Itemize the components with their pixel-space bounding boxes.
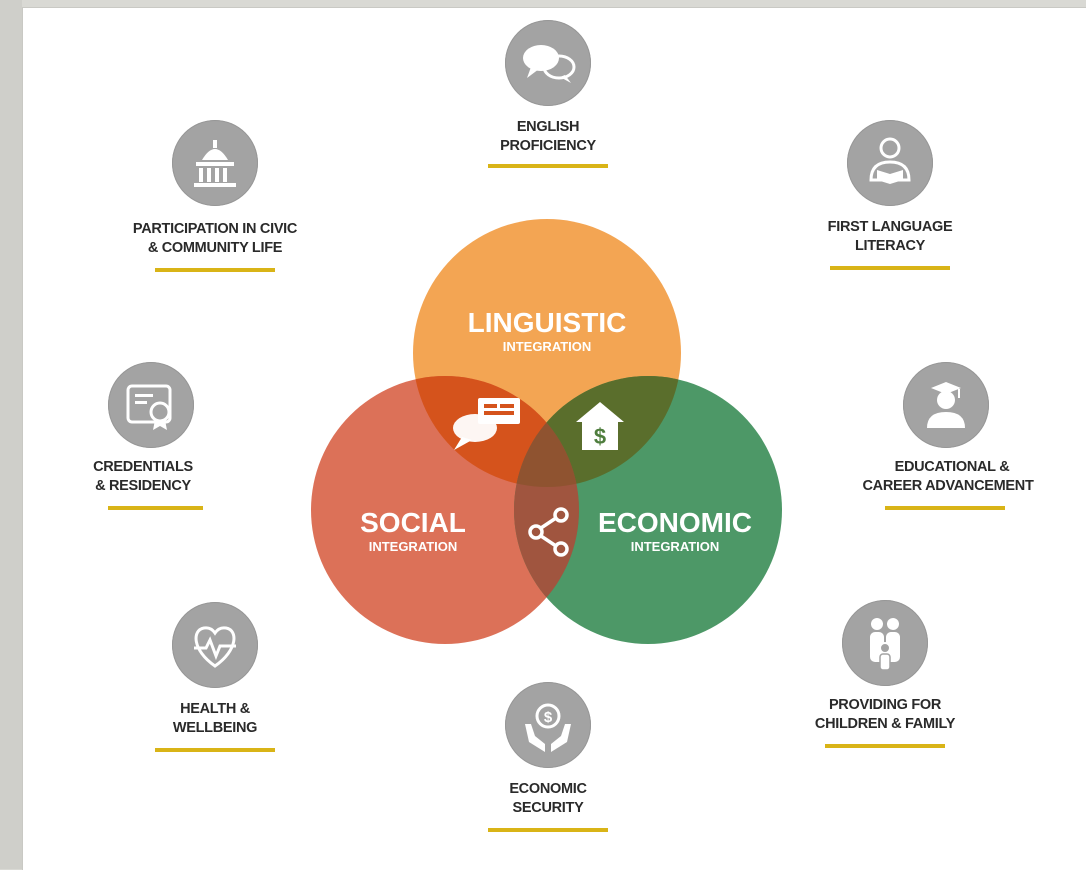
- children-line2: CHILDREN & FAMILY: [814, 716, 956, 732]
- left-border-strip: [0, 0, 22, 869]
- item-educational-career: EDUCATIONAL & CAREER ADVANCEMENT: [833, 362, 1063, 510]
- linguistic-title: LINGUISTIC: [468, 307, 627, 338]
- economic-title: ECONOMIC: [598, 507, 752, 538]
- item-economic-security: $ ECONOMIC SECURITY: [468, 682, 628, 832]
- credentials-line1: CREDENTIALS: [93, 459, 193, 475]
- item-civic-participation: PARTICIPATION IN CIVIC & COMMUNITY LIFE: [95, 120, 335, 272]
- civic-underline: [155, 268, 275, 272]
- economic-subtitle: INTEGRATION: [631, 539, 720, 554]
- linguistic-economic-overlap: [514, 376, 681, 487]
- first-language-line2: LITERACY: [854, 238, 926, 254]
- english-line2: PROFICIENCY: [500, 138, 596, 154]
- security-underline: [488, 828, 608, 832]
- svg-text:$: $: [544, 709, 553, 726]
- linguistic-subtitle: INTEGRATION: [503, 339, 592, 354]
- graduate-icon: [903, 362, 989, 448]
- security-line2: SECURITY: [512, 800, 584, 816]
- item-credentials-residency: CREDENTIALS & RESIDENCY: [68, 362, 218, 510]
- capitol-building-icon: [172, 120, 258, 206]
- item-first-language-literacy: FIRST LANGUAGE LITERACY: [780, 120, 1000, 270]
- health-underline: [155, 748, 275, 752]
- hands-coin-icon: $: [505, 682, 591, 768]
- house-dollar-icon: $: [576, 402, 624, 450]
- educational-line2: CAREER ADVANCEMENT: [862, 478, 1034, 494]
- children-line1: PROVIDING FOR: [828, 697, 942, 713]
- educational-underline: [885, 506, 1005, 510]
- educational-line1: EDUCATIONAL &: [894, 459, 1010, 475]
- speech-bubbles-icon: [505, 20, 591, 106]
- social-subtitle: INTEGRATION: [369, 539, 458, 554]
- social-title: SOCIAL: [360, 507, 466, 538]
- civic-line2: & COMMUNITY LIFE: [147, 240, 283, 256]
- civic-line1: PARTICIPATION IN CIVIC: [132, 221, 298, 237]
- reader-icon: [847, 120, 933, 206]
- chat-bubbles-icon: [453, 398, 520, 450]
- first-language-underline: [830, 266, 950, 270]
- item-english-proficiency: ENGLISH PROFICIENCY: [468, 20, 628, 168]
- svg-text:$: $: [594, 424, 606, 449]
- health-line1: HEALTH &: [180, 701, 250, 717]
- children-underline: [825, 744, 945, 748]
- first-language-line1: FIRST LANGUAGE: [827, 219, 953, 235]
- family-icon: [842, 600, 928, 686]
- credentials-line2: & RESIDENCY: [95, 478, 191, 494]
- linguistic-social-overlap: [413, 376, 579, 487]
- certificate-icon: [108, 362, 194, 448]
- security-line1: ECONOMIC: [509, 781, 587, 797]
- credentials-underline: [108, 506, 203, 510]
- health-line2: WELLBEING: [172, 720, 258, 736]
- english-underline: [488, 164, 608, 168]
- item-health-wellbeing: HEALTH & WELLBEING: [135, 602, 295, 752]
- share-network-icon: [528, 507, 569, 557]
- item-children-family: PROVIDING FOR CHILDREN & FAMILY: [785, 600, 985, 748]
- heart-pulse-icon: [172, 602, 258, 688]
- english-line1: ENGLISH: [516, 119, 580, 135]
